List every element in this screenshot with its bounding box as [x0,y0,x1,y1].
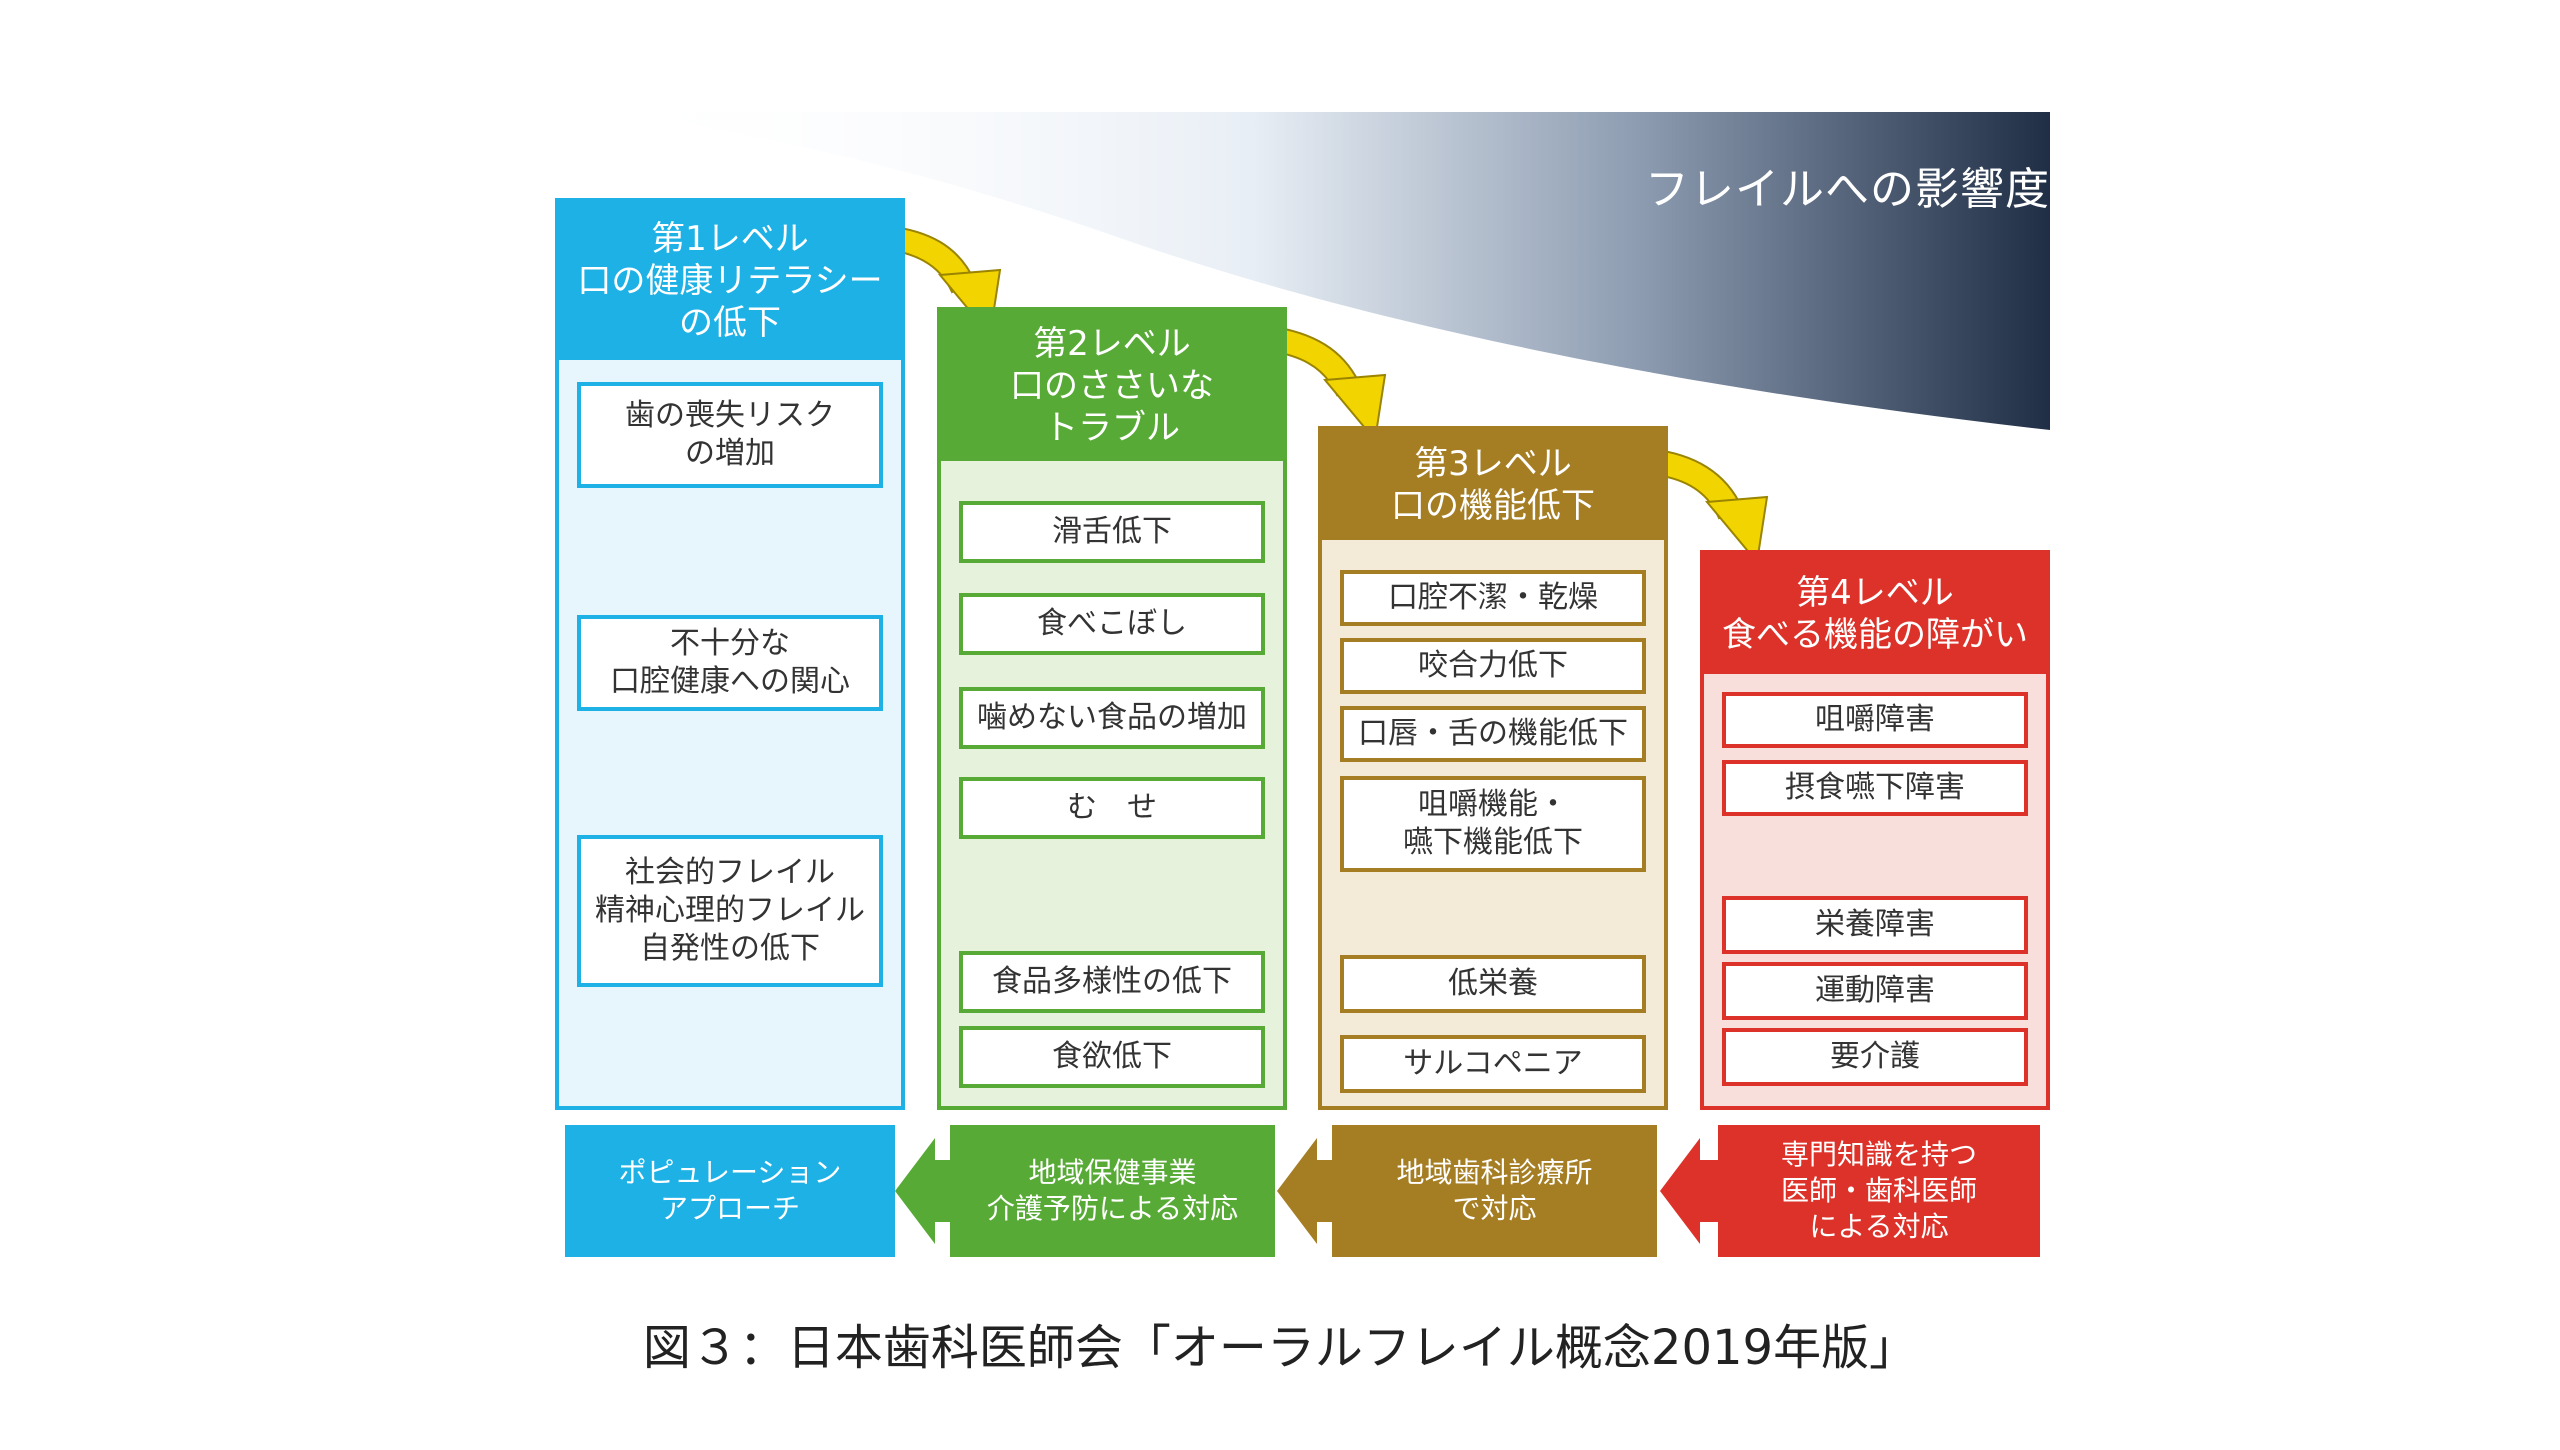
level3-body: 口腔不潔・乾燥 咬合力低下 口唇・舌の機能低下 咀嚼機能・ 嚥下機能低下 低栄養… [1322,540,1664,1106]
impact-band-title: フレイルへの影響度 [1645,164,2050,215]
level3-item-5: 低栄養 [1340,955,1646,1013]
bottom-arrow-3 [1660,1138,1720,1244]
level1-item-3: 社会的フレイル 精神心理的フレイル 自発性の低下 [577,835,883,987]
level2-item-5: 食品多様性の低下 [959,951,1265,1013]
level2-item-2: 食べこぼし [959,593,1265,655]
level2-item-1: 滑舌低下 [959,501,1265,563]
figure-caption: 図３：日本歯科医師会「オーラルフレイル概念2019年版」 [642,1320,1918,1376]
level2-item-3: 噛めない食品の増加 [959,687,1265,749]
level4-item-2: 摂食嚥下障害 [1722,760,2028,816]
bottom-arrow-1 [895,1138,955,1244]
level2-item-4: む せ [959,777,1265,839]
level3-panel: 第3レベル 口の機能低下 口腔不潔・乾燥 咬合力低下 口唇・舌の機能低下 咀嚼機… [1318,426,1668,1110]
level2-item-6: 食欲低下 [959,1026,1265,1088]
response-box-dental-clinic: 地域歯科診療所 で対応 [1332,1125,1657,1257]
response-box-specialist: 専門知識を持つ 医師・歯科医師 による対応 [1718,1125,2040,1257]
level4-title: 第4レベル 食べる機能の障がい [1704,554,2046,674]
level3-item-3: 口唇・舌の機能低下 [1340,706,1646,762]
level1-title: 第1レベル 口の健康リテラシー の低下 [559,202,901,360]
level4-item-4: 運動障害 [1722,962,2028,1020]
level3-item-6: サルコペニア [1340,1035,1646,1093]
level2-body: 滑舌低下 食べこぼし 噛めない食品の増加 む せ 食品多様性の低下 食欲低下 [941,461,1283,1106]
level4-item-1: 咀嚼障害 [1722,692,2028,748]
bottom-arrow-2 [1277,1138,1337,1244]
level1-body: 歯の喪失リスク の増加 不十分な 口腔健康への関心 社会的フレイル 精神心理的フ… [559,360,901,1106]
level4-item-3: 栄養障害 [1722,896,2028,954]
level3-item-1: 口腔不潔・乾燥 [1340,570,1646,626]
level1-item-1: 歯の喪失リスク の増加 [577,382,883,488]
level1-panel: 第1レベル 口の健康リテラシー の低下 歯の喪失リスク の増加 不十分な 口腔健… [555,198,905,1110]
response-box-regional-health: 地域保健事業 介護予防による対応 [950,1125,1275,1257]
level2-title: 第2レベル 口のささいな トラブル [941,311,1283,461]
level3-title: 第3レベル 口の機能低下 [1322,430,1664,540]
level1-item-2: 不十分な 口腔健康への関心 [577,615,883,711]
level3-item-4: 咀嚼機能・ 嚥下機能低下 [1340,776,1646,872]
level4-body: 咀嚼障害 摂食嚥下障害 栄養障害 運動障害 要介護 [1704,674,2046,1106]
level2-panel: 第2レベル 口のささいな トラブル 滑舌低下 食べこぼし 噛めない食品の増加 む… [937,307,1287,1110]
level4-panel: 第4レベル 食べる機能の障がい 咀嚼障害 摂食嚥下障害 栄養障害 運動障害 要介… [1700,550,2050,1110]
response-box-population: ポピュレーション アプローチ [565,1125,895,1257]
level4-item-5: 要介護 [1722,1028,2028,1086]
level3-item-2: 咬合力低下 [1340,638,1646,694]
